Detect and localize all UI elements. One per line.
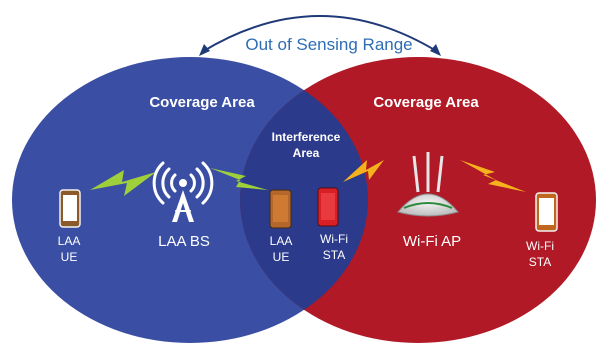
interference-area [240, 57, 368, 343]
left-coverage-area-title: Coverage Area [149, 94, 255, 111]
laa-ue-phone-icon-mid [269, 189, 292, 229]
interference-area-label-line2: Area [293, 146, 320, 160]
right-coverage-area-title: Coverage Area [373, 94, 479, 111]
out-of-sensing-range-arrow [199, 15, 441, 56]
wifi-sta-right-label-line1: Wi-Fi [526, 239, 554, 253]
laa-ue-mid-label-line2: UE [273, 250, 290, 264]
wifi-router-icon [397, 152, 459, 217]
laa-ue-left-label-line1: LAA [58, 234, 81, 248]
wifi-sta-phone-icon-right [535, 192, 558, 232]
cell-tower-icon [152, 161, 214, 222]
laa-bs-label: LAA BS [158, 233, 210, 250]
wifi-link-bolt-right [460, 160, 526, 192]
wifi-sta-right-label-line2: STA [529, 255, 551, 269]
wifi-sta-phone-icon-mid [317, 187, 339, 227]
laa-link-bolt-left [90, 170, 156, 196]
laa-ue-mid-label-line1: LAA [270, 234, 293, 248]
laa-link-bolt-mid [210, 168, 268, 190]
wifi-sta-mid-label-line1: Wi-Fi [320, 232, 348, 246]
interference-area-label-line1: Interference [272, 130, 341, 144]
out-of-sensing-range-label: Out of Sensing Range [245, 35, 412, 54]
laa-ue-left-label-line2: UE [61, 250, 78, 264]
wifi-ap-label: Wi-Fi AP [403, 233, 461, 250]
wifi-sta-mid-label-line2: STA [323, 248, 345, 262]
laa-ue-phone-icon-left [59, 189, 81, 228]
wifi-link-bolt-mid [343, 160, 384, 182]
